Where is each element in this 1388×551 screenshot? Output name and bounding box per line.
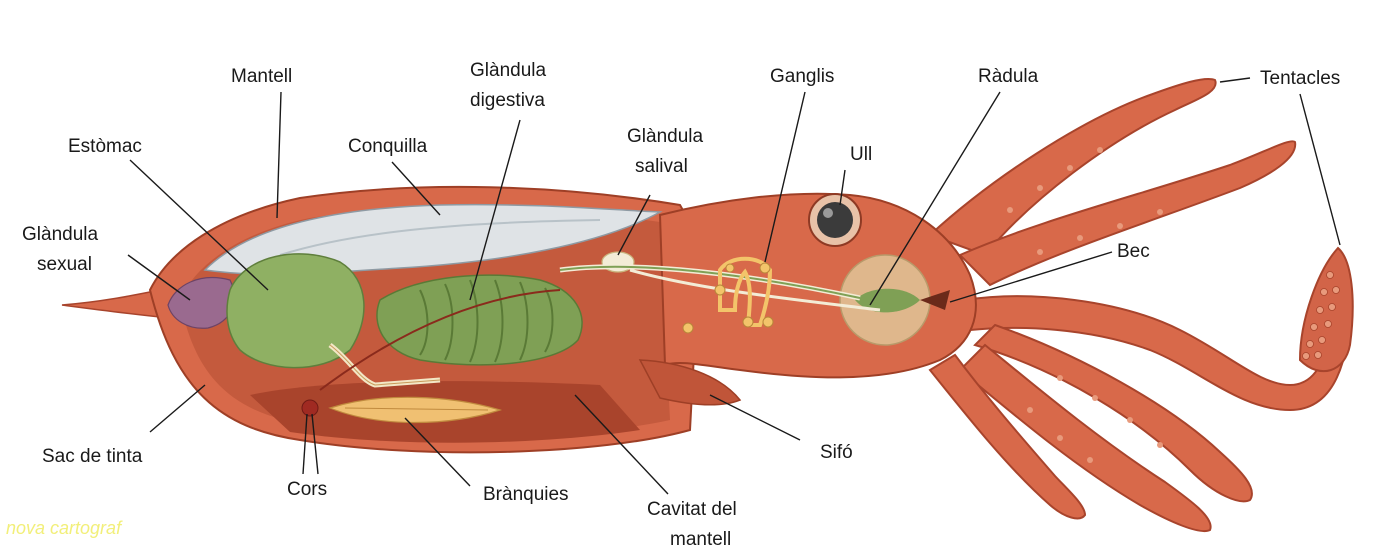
arms-and-tentacles [930,79,1353,531]
label-cavitat-del-mantell-line1: Cavitat del [647,499,737,520]
watermark: nova cartograf [6,518,123,538]
label-mantell: Mantell [231,66,292,87]
label-branquies: Brànquies [483,484,569,505]
label-bec: Bec [1117,241,1150,262]
digestive-gland [377,275,582,365]
label-cors: Cors [287,479,327,500]
label-glandula-salival-line2: salival [635,156,688,177]
label-radula: Ràdula [978,66,1039,87]
label-tentacles: Tentacles [1260,68,1340,89]
label-estomac: Estòmac [68,136,142,157]
hearts [302,400,318,416]
label-ull: Ull [850,144,872,165]
label-conquilla: Conquilla [348,136,428,157]
label-glandula-sexual-line2: sexual [37,254,92,275]
mantle-body [62,187,700,452]
label-glandula-digestiva-line1: Glàndula [470,60,546,81]
label-sifo: Sifó [820,442,853,463]
label-sac-de-tinta: Sac de tinta [42,446,143,467]
label-glandula-digestiva-line2: digestiva [470,90,545,111]
label-glandula-sexual-line1: Glàndula [22,224,98,245]
label-cavitat-del-mantell-line2: mantell [670,529,731,550]
label-glandula-salival-line1: Glàndula [627,126,703,147]
label-ganglis: Ganglis [770,66,834,87]
